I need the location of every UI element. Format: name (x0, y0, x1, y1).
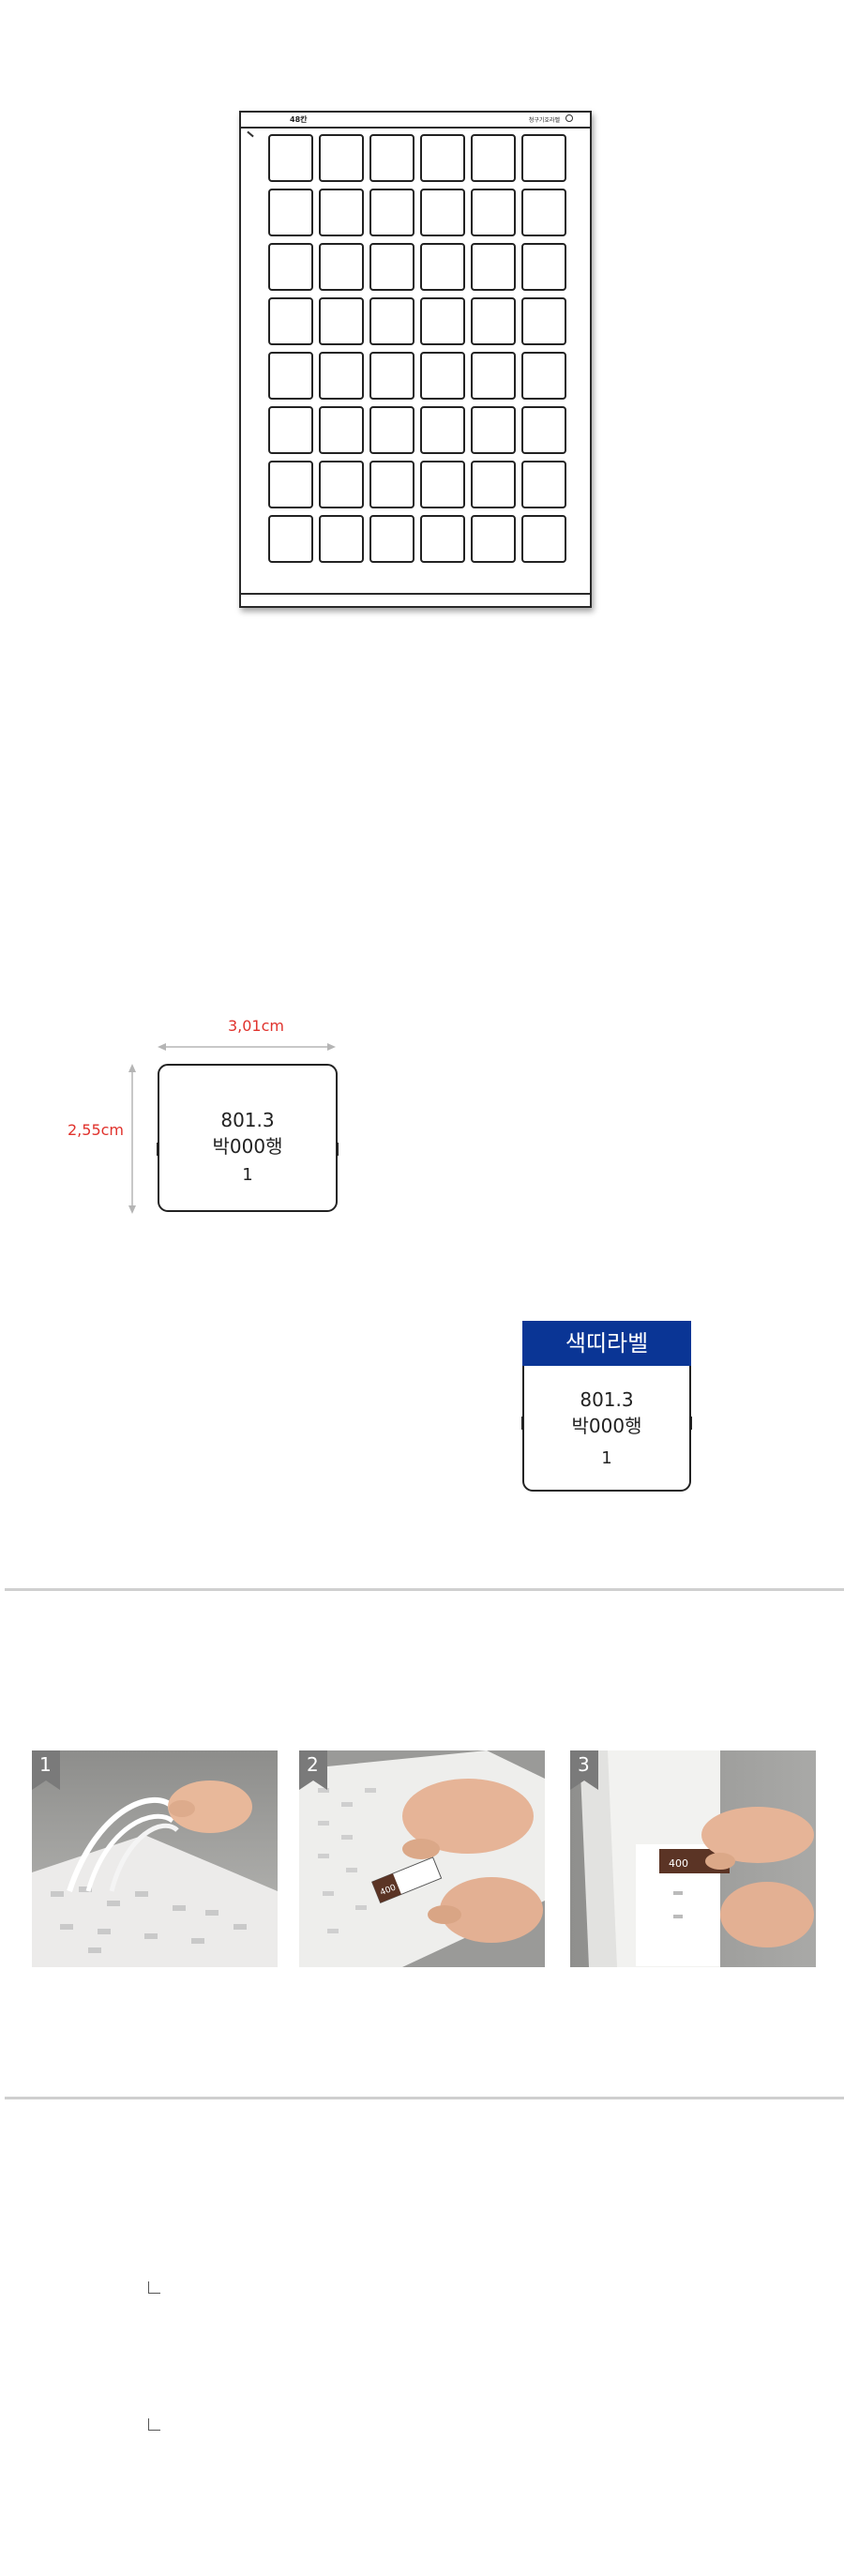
corner-mark-icon (247, 130, 254, 138)
label-line-1: 801.3 (220, 1109, 275, 1131)
height-dimension: 2,55cm (68, 1121, 125, 1139)
step-number: 2 (307, 1753, 319, 1776)
label-cell (471, 352, 516, 400)
step-photo-2: 400 2 (299, 1750, 545, 1967)
step-photo-3: 400 3 (570, 1750, 816, 1967)
step-badge-icon (570, 1750, 598, 1790)
label-cell (471, 189, 516, 236)
sheet-footer (241, 593, 590, 595)
label-cell (319, 461, 364, 508)
step-number: 3 (578, 1753, 590, 1776)
label-cell (420, 352, 465, 400)
sheet-header: 48칸 청구기호라벨 (241, 113, 590, 129)
label-cell (521, 297, 566, 345)
section-divider (5, 2097, 844, 2099)
label-cell (268, 461, 313, 508)
label-cell (369, 134, 414, 182)
label-cell (268, 352, 313, 400)
label-cell (420, 189, 465, 236)
corner-mark-icon (148, 2418, 160, 2431)
label-line-3: 1 (242, 1165, 253, 1185)
label-cell (369, 243, 414, 291)
label-cell (268, 406, 313, 454)
label-cell (369, 515, 414, 563)
band-notch-right (689, 1417, 692, 1430)
label-cell (521, 515, 566, 563)
height-arrow-icon (128, 1064, 136, 1214)
label-notch-left (157, 1143, 159, 1156)
band-label-line-1: 801.3 (580, 1388, 634, 1411)
sheet-brand-label: 청구기호라벨 (528, 117, 560, 124)
band-notch-left (521, 1417, 524, 1430)
band-label-line-3: 1 (601, 1448, 612, 1468)
label-cell (268, 134, 313, 182)
circle-icon (565, 114, 573, 122)
section-divider (5, 1588, 844, 1591)
label-cell (420, 406, 465, 454)
color-band-label-example: 색띠라벨 801.3 박000행 1 (521, 1321, 692, 1492)
step-photo-1: 1 (32, 1750, 278, 1967)
label-cell (521, 243, 566, 291)
label-cell (471, 243, 516, 291)
label-cell (420, 515, 465, 563)
label-cell (420, 243, 465, 291)
label-cell (471, 515, 516, 563)
step3-sticker-text: 400 (669, 1857, 688, 1870)
label-cell (319, 515, 364, 563)
label-cell (319, 134, 364, 182)
label-cell (268, 515, 313, 563)
label-cell (268, 189, 313, 236)
label-cell (521, 406, 566, 454)
label-cell (319, 189, 364, 236)
label-cell (369, 352, 414, 400)
label-notch-right (336, 1143, 339, 1156)
label-cell (521, 461, 566, 508)
band-label-line-2: 박000행 (571, 1415, 642, 1437)
label-cell (369, 189, 414, 236)
label-cell (319, 352, 364, 400)
label-cell (369, 461, 414, 508)
label-cell (319, 406, 364, 454)
label-grid (268, 134, 566, 563)
label-cell (471, 461, 516, 508)
sheet-count-label: 48칸 (290, 115, 308, 124)
label-cell (420, 297, 465, 345)
step-badge-icon (32, 1750, 60, 1790)
label-cell (471, 406, 516, 454)
label-cell (471, 134, 516, 182)
label-line-2: 박000행 (212, 1135, 283, 1158)
label-cell (268, 243, 313, 291)
band-label-header: 색띠라벨 (522, 1321, 691, 1366)
label-cell (521, 134, 566, 182)
call-number-label-example: 801.3 박000행 1 (157, 1064, 339, 1212)
label-cell (369, 406, 414, 454)
label-cell (471, 297, 516, 345)
label-sheet: 48칸 청구기호라벨 (239, 111, 592, 608)
label-cell (319, 243, 364, 291)
width-dimension: 3,01cm (227, 1017, 284, 1035)
corner-mark-icon (148, 2281, 160, 2294)
label-cell (521, 189, 566, 236)
step-number: 1 (39, 1753, 52, 1776)
width-arrow-icon (158, 1043, 336, 1051)
label-cell (319, 297, 364, 345)
label-cell (420, 461, 465, 508)
label-cell (420, 134, 465, 182)
label-cell (268, 297, 313, 345)
step-badge-icon (299, 1750, 327, 1790)
label-cell (369, 297, 414, 345)
label-cell (521, 352, 566, 400)
